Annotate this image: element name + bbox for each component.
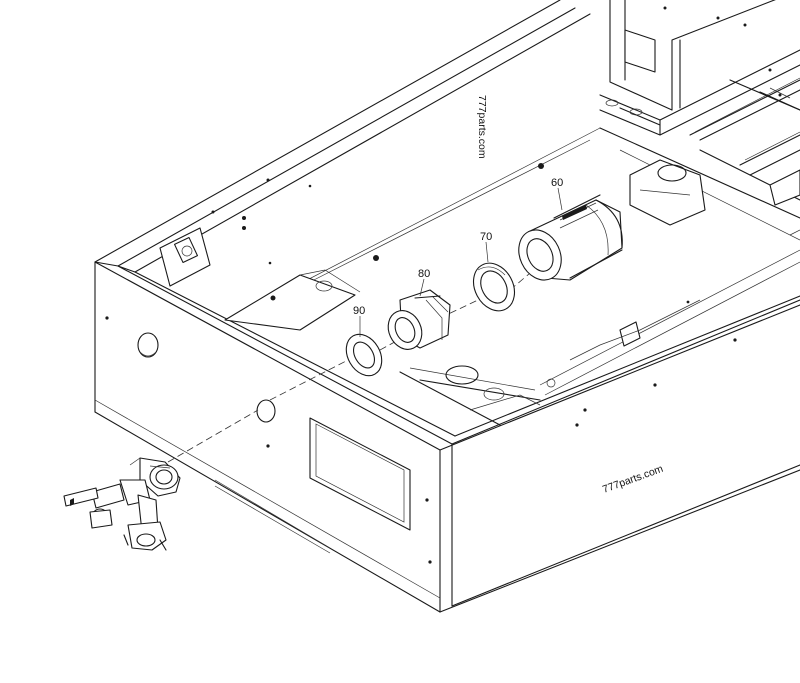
left-wall-bracket — [159, 178, 312, 287]
front-panel-window — [309, 417, 411, 531]
callout-labels: 60 70 80 90 — [353, 177, 563, 317]
watermark-vertical: 777parts.com — [476, 95, 488, 159]
callout-80: 80 — [418, 268, 430, 280]
part-90-washer — [345, 333, 383, 377]
callout-leaders — [359, 187, 563, 337]
cabinet-interior — [224, 127, 800, 426]
callout-90: 90 — [353, 305, 365, 317]
callout-60: 60 — [551, 177, 563, 189]
watermark-angled: 777parts.com — [601, 463, 665, 496]
rear-frame-structure — [599, 0, 800, 236]
part-70-ring — [472, 262, 516, 312]
part-80-fitting — [387, 289, 451, 350]
part-60-connector — [518, 194, 623, 281]
cabinet-frame — [94, 0, 800, 613]
valve-assembly — [63, 457, 181, 551]
callout-70: 70 — [480, 231, 492, 243]
